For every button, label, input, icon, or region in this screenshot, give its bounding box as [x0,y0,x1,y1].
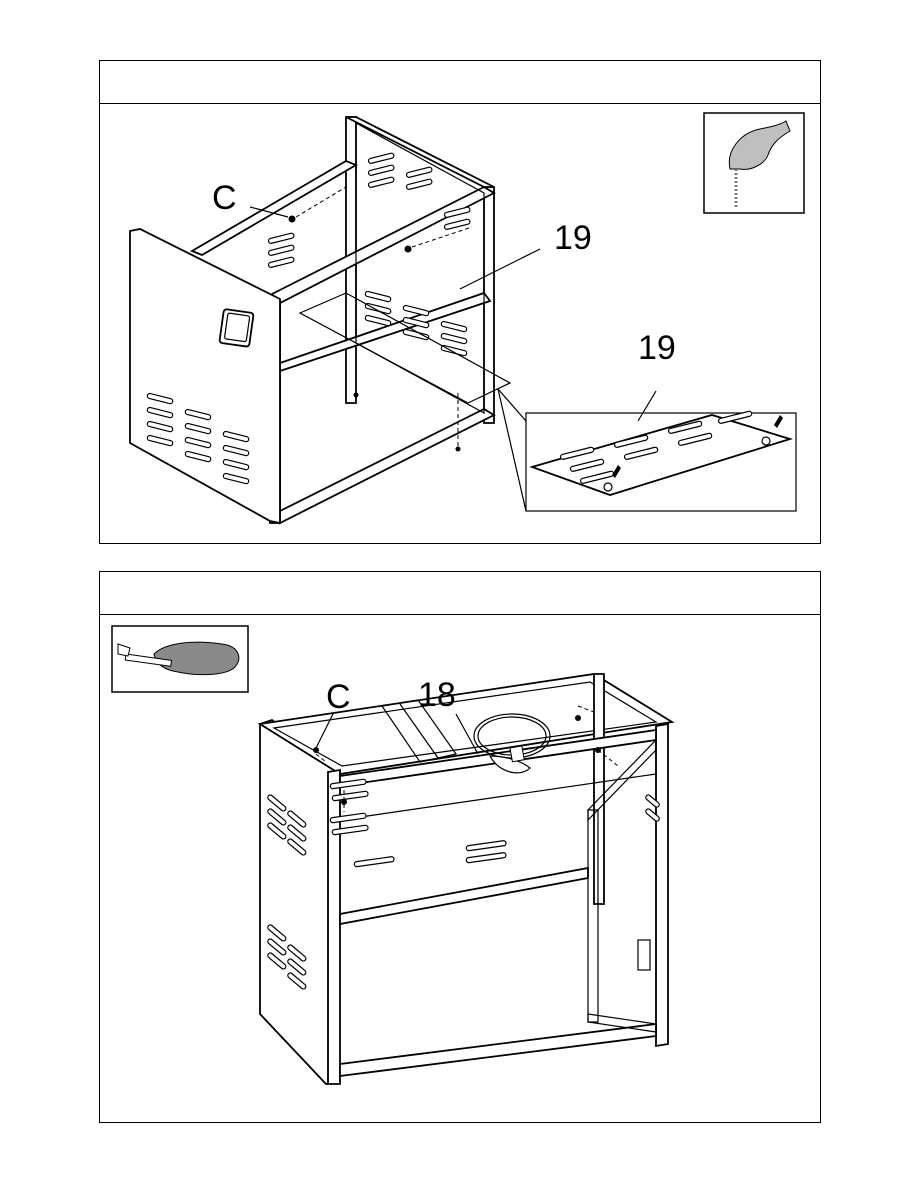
callout-19-detail: 19 [638,329,676,367]
callout-c-step1: C [212,179,237,217]
wrench-icon [112,626,248,692]
step-1-header [100,61,820,104]
detail-inset-step1 [498,389,796,511]
callout-c-step2: C [326,678,351,716]
step-1-body: C 19 19 [100,103,820,543]
screw-c-step1 [250,187,472,452]
bottom-panel-outline [300,293,510,449]
step-2-body: C 18 [100,614,820,1122]
callout-18: 18 [418,676,456,714]
step-2-header [100,572,820,615]
step-1-panel: C 19 19 [99,60,821,544]
step-2-panel: C 18 [99,571,821,1123]
left-side-panel [130,229,280,523]
callout-19-main: 19 [554,219,592,257]
callout-19-leader [460,249,540,289]
step-2-illustration: C 18 [100,614,822,1122]
hand-tighten-icon [704,113,804,213]
step-1-illustration: C 19 19 [100,103,822,543]
